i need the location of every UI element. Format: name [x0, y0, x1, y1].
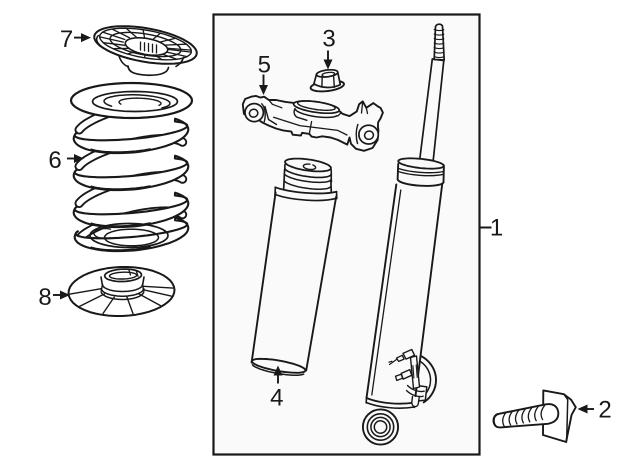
svg-text:4: 4: [270, 384, 283, 411]
svg-text:7: 7: [60, 26, 73, 53]
svg-text:6: 6: [48, 147, 61, 174]
svg-text:3: 3: [322, 26, 335, 53]
svg-text:2: 2: [598, 397, 611, 424]
svg-text:5: 5: [258, 52, 271, 79]
svg-text:1: 1: [490, 215, 503, 242]
svg-text:8: 8: [38, 284, 51, 311]
